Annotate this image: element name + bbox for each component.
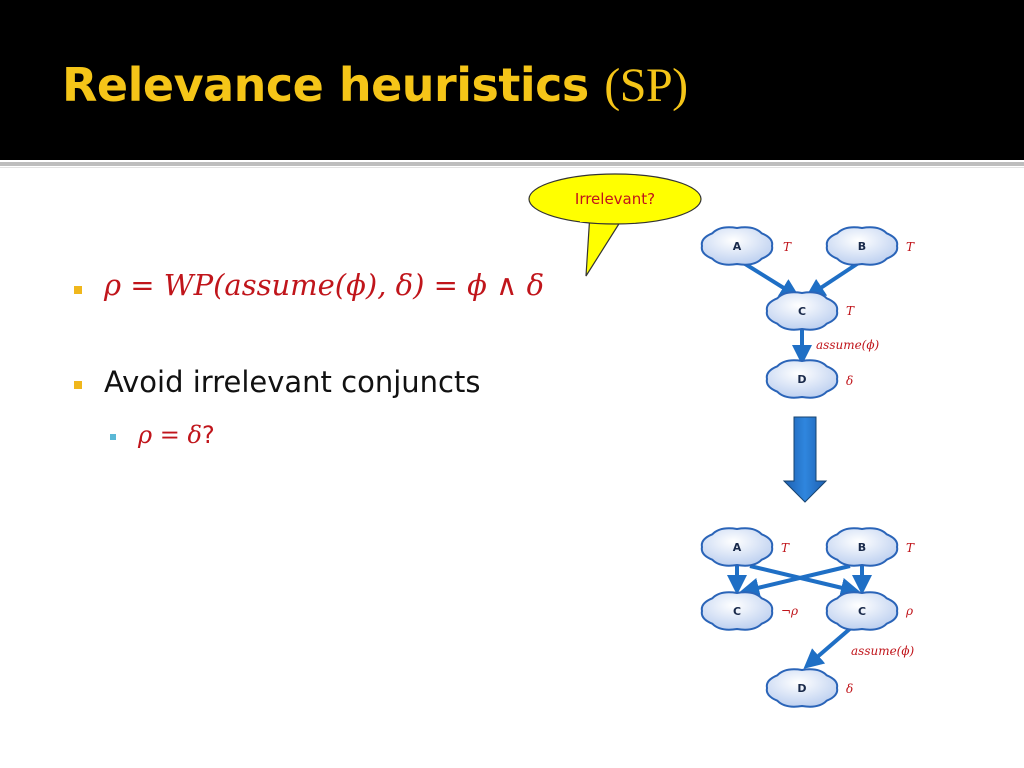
node-annotation: T <box>846 304 855 318</box>
cloud-shape <box>700 591 774 631</box>
rho-delta-formula: ρ = δ <box>138 421 202 449</box>
cloud-shape <box>700 226 774 266</box>
node-label: C <box>798 305 806 318</box>
node-label: C <box>733 605 741 618</box>
slide-title: Relevance heuristics (SP) <box>62 58 688 113</box>
edge-b-c <box>804 260 862 299</box>
callout-text: Irrelevant? <box>575 190 655 208</box>
transform-arrow <box>782 416 828 503</box>
node-label: C <box>858 605 866 618</box>
rho-delta-question-mark: ? <box>201 421 215 449</box>
bullet-marker <box>74 286 82 294</box>
node-annotation: δ <box>846 374 853 388</box>
big-down-arrow <box>782 416 828 503</box>
cloud-shape <box>765 291 839 331</box>
edge-b-c-left <box>739 564 851 598</box>
node-label: A <box>733 240 742 253</box>
node-annotation: δ <box>846 682 853 696</box>
node-label: B <box>858 541 866 554</box>
cloud-shape <box>765 668 839 708</box>
sub-bullet-marker <box>110 434 116 440</box>
title-bar <box>0 0 1024 160</box>
node-annotation: T <box>783 240 792 254</box>
node-label: D <box>797 373 806 386</box>
callout-seam-cover <box>580 200 630 222</box>
cloud-shape <box>825 527 899 567</box>
edge-c-d <box>803 625 854 669</box>
sub-bullet-rho-delta: ρ = δ? <box>138 421 215 449</box>
bullet-wp-formula: ρ = WP(assume(ϕ), δ) = ϕ ∧ δ <box>104 268 545 302</box>
bottom-edge-label-assume: assume(ϕ) <box>851 644 915 658</box>
cloud-shape <box>700 527 774 567</box>
node-label: A <box>733 541 742 554</box>
cloud-shape <box>825 591 899 631</box>
top-diagram-edges <box>740 260 862 365</box>
title-divider-shadow <box>0 167 1024 168</box>
node-label: D <box>797 682 806 695</box>
title-divider <box>0 162 1024 166</box>
node-annotation: T <box>906 541 915 555</box>
node-annotation: T <box>906 240 915 254</box>
slide-title-main: Relevance heuristics <box>62 58 589 112</box>
bullet-avoid-irrelevant: Avoid irrelevant conjuncts <box>104 365 481 399</box>
bottom-node-c-2: C ¬ρ <box>700 591 798 631</box>
edge-a-c <box>740 260 801 299</box>
callout-ellipse <box>528 173 702 225</box>
bottom-diagram-edges <box>727 563 872 669</box>
callout-bubble: Irrelevant? <box>528 173 702 277</box>
cloud-shape <box>825 226 899 266</box>
node-annotation: T <box>781 541 790 555</box>
node-annotation: ¬ρ <box>781 604 798 618</box>
cloud-shape <box>765 359 839 399</box>
bullet-marker <box>74 381 82 389</box>
node-annotation: ρ <box>905 604 913 618</box>
slide-title-paren: (SP) <box>604 59 688 112</box>
node-label: B <box>858 240 866 253</box>
top-edge-label-assume: assume(ϕ) <box>816 338 880 352</box>
